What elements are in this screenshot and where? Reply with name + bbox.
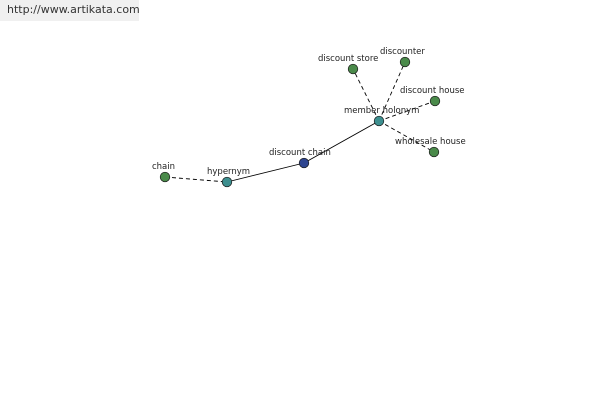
- node-label-discount-chain[interactable]: discount chain: [269, 148, 331, 158]
- nodes-layer: [159, 56, 441, 188]
- node-label-wholesale-house[interactable]: wholesale house: [395, 137, 466, 147]
- node-chain[interactable]: [159, 171, 171, 183]
- node-label-chain[interactable]: chain: [152, 162, 175, 172]
- node-discount-chain[interactable]: [298, 157, 310, 169]
- node-discount-house[interactable]: [429, 95, 441, 107]
- node-label-hypernym[interactable]: hypernym: [207, 167, 250, 177]
- edge-chain-to-hypernym: [164, 176, 228, 183]
- node-discount-store[interactable]: [347, 63, 359, 75]
- labels-layer: chain hypernym discount chain member holony…: [152, 47, 466, 177]
- edge-member-holonym-to-discount-store: [352, 68, 380, 122]
- node-label-discount-store[interactable]: discount store: [318, 54, 378, 64]
- node-label-discount-house[interactable]: discount house: [400, 86, 465, 96]
- edge-member-holonym-to-wholesale-house: [378, 120, 435, 153]
- edge-hypernym-to-discount-chain: [226, 162, 305, 183]
- node-hypernym[interactable]: [221, 176, 233, 188]
- node-discounter[interactable]: [399, 56, 411, 68]
- source-url[interactable]: http://www.artikata.com: [0, 0, 140, 21]
- edge-member-holonym-to-discounter: [378, 61, 406, 122]
- node-label-member-holonym[interactable]: member holonym: [344, 106, 419, 116]
- node-label-discounter[interactable]: discounter: [380, 47, 425, 57]
- node-wholesale-house[interactable]: [428, 146, 440, 158]
- edge-discount-chain-to-member-holonym: [303, 120, 380, 164]
- edges-layer: [164, 61, 436, 183]
- node-member-holonym[interactable]: [373, 115, 385, 127]
- edge-member-holonym-to-discount-house: [378, 100, 436, 122]
